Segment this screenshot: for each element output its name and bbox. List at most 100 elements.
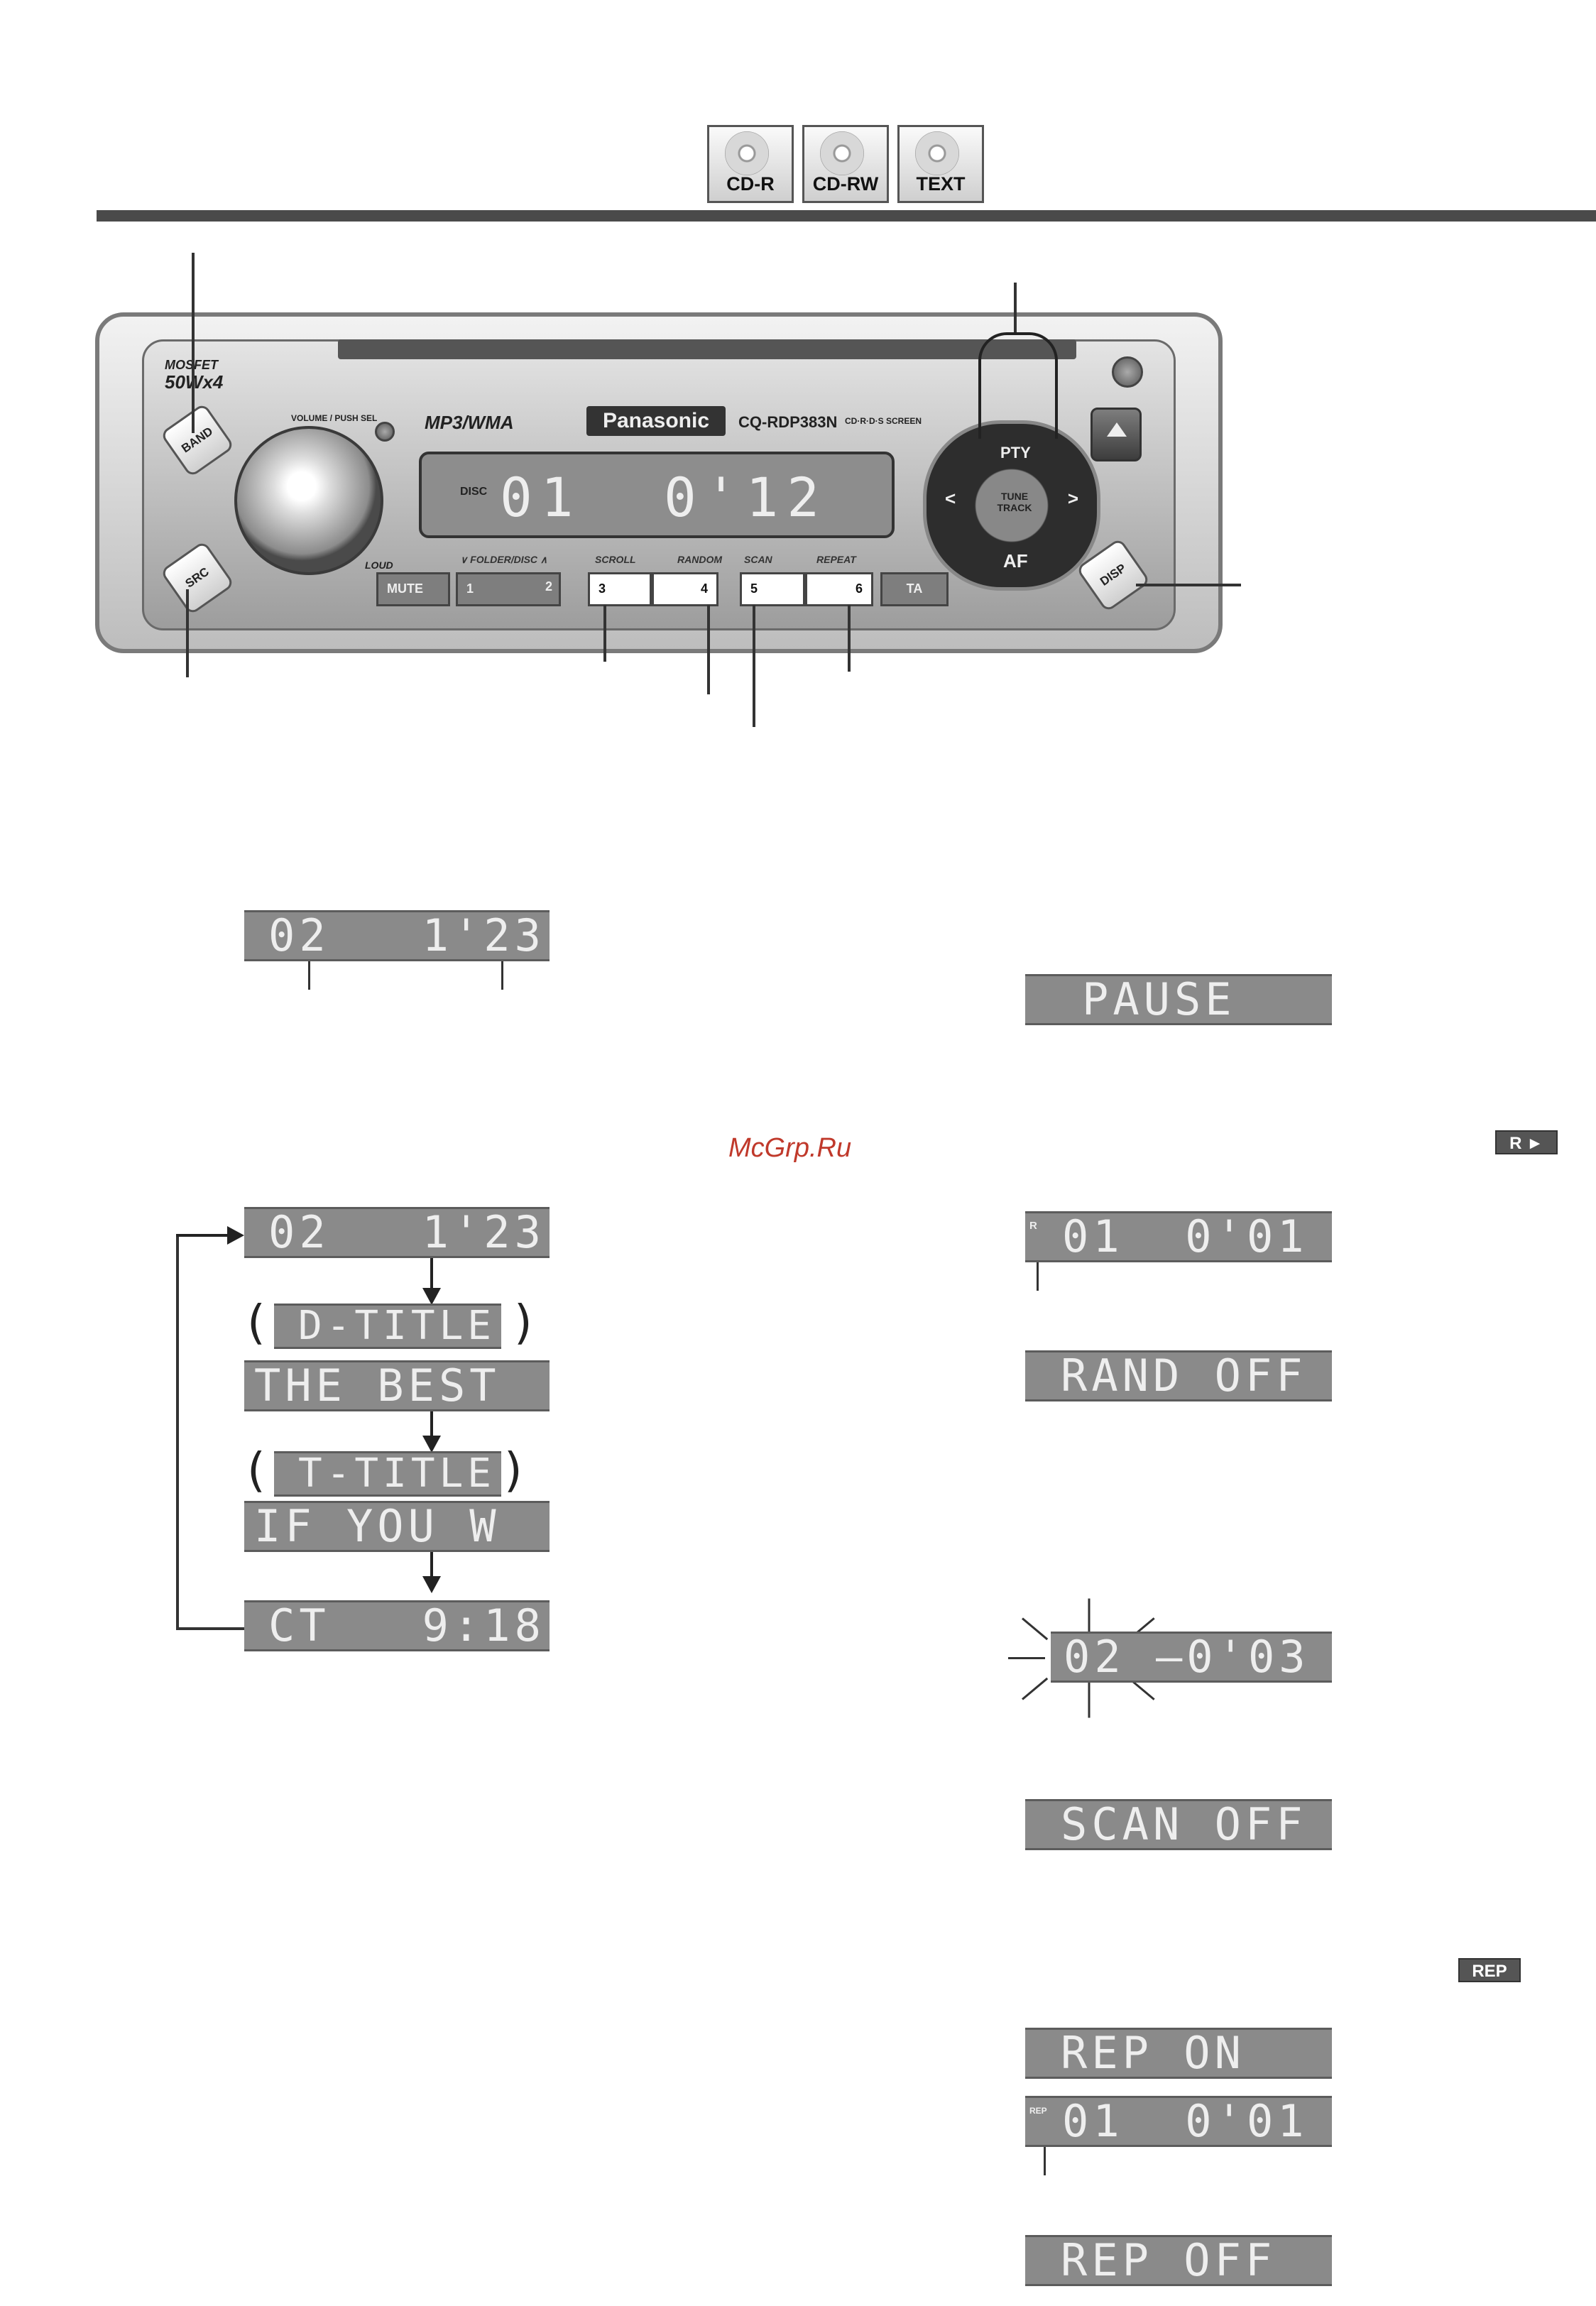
- knob-label: VOLUME / PUSH SEL: [291, 413, 378, 423]
- callout-src: [186, 589, 189, 677]
- random-indicator-badge: R ►: [1495, 1130, 1558, 1154]
- eject-button[interactable]: [1091, 408, 1142, 461]
- display-track-time: 02 1'23: [244, 910, 550, 961]
- repeat-indicator-badge: REP: [1458, 1958, 1521, 1982]
- open-paren-1: (: [247, 1295, 266, 1350]
- cycle-arrow-1: [422, 1258, 441, 1305]
- callout-5: [753, 605, 755, 727]
- header-rule: [97, 210, 1596, 222]
- next-track-icon[interactable]: >: [1067, 488, 1078, 509]
- preset-button-1[interactable]: 1: [456, 572, 561, 606]
- unit-display-disc-tag: DISC: [460, 486, 488, 498]
- display-rep-on-text: REP ON: [1061, 2028, 1245, 2079]
- repeat-tag: REP: [1029, 2106, 1047, 2116]
- preset-button-5[interactable]: 5: [740, 572, 805, 606]
- cycle-display-disc-title-text: THE BEST: [254, 1360, 501, 1411]
- display-scan-playing: 02 —0'03: [1051, 1632, 1332, 1683]
- display-random-off: RAND OFF: [1025, 1350, 1332, 1401]
- tune-track-label: TUNE TRACK: [997, 491, 1032, 513]
- pty-label: PTY: [1000, 444, 1031, 461]
- cycle-arrow-2: [422, 1411, 441, 1453]
- model-label: CQ-RDP383N: [738, 413, 838, 431]
- cycle-display-clock-text: CT 9:18: [268, 1600, 545, 1651]
- callout-4: [707, 605, 710, 694]
- repeat-label: REPEAT: [816, 554, 856, 565]
- feature-label: CD·R·D·S SCREEN: [845, 416, 922, 426]
- close-paren-1: ): [514, 1295, 532, 1350]
- callout-disp: [1136, 584, 1241, 586]
- af-label: AF: [1003, 550, 1028, 572]
- cycle-display-time-text: 02 1'23: [268, 1207, 545, 1258]
- cycle-display-ttitle: T-TITLE: [274, 1451, 501, 1497]
- cycle-arrow-3: [422, 1552, 441, 1593]
- cycle-display-disc-title: THE BEST: [244, 1360, 550, 1411]
- cycle-loop-left: [176, 1235, 179, 1630]
- cycle-display-ttitle-text: T-TITLE: [298, 1451, 496, 1497]
- display-scan-off-text: SCAN OFF: [1061, 1799, 1307, 1850]
- format-label: MP3/WMA: [425, 412, 514, 433]
- callout-track-number: [308, 961, 310, 990]
- display-random-on-text: 01 0'01: [1062, 1211, 1308, 1262]
- cycle-loop-bottom: [176, 1627, 246, 1630]
- callout-tune: [1014, 283, 1017, 334]
- preset-button-4[interactable]: 4: [652, 572, 718, 606]
- preset-button-6[interactable]: 6: [805, 572, 873, 606]
- display-pause-text: PAUSE: [1082, 974, 1236, 1025]
- display-random-on: R 01 0'01: [1025, 1211, 1332, 1262]
- cycle-display-dtitle-text: D-TITLE: [298, 1304, 496, 1349]
- display-rep-track-text: 01 0'01: [1062, 2096, 1308, 2147]
- cd-r-label: CD-R: [726, 173, 775, 195]
- volume-knob[interactable]: [234, 426, 383, 575]
- cd-text-label: TEXT: [916, 173, 966, 195]
- close-paren-2: ): [504, 1443, 523, 1497]
- cycle-loop-top-arrow: [176, 1226, 244, 1245]
- callout-tune-bracket: [978, 332, 1058, 439]
- scan-label: SCAN: [744, 554, 772, 565]
- callout-random-tag: [1037, 1262, 1039, 1291]
- unit-display-value: 01 0'12: [500, 466, 829, 529]
- cycle-display-dtitle: D-TITLE: [274, 1304, 501, 1349]
- display-scan-off: SCAN OFF: [1025, 1799, 1332, 1850]
- cycle-display-track-title-text: IF YOU W: [254, 1501, 501, 1552]
- mute-button[interactable]: MUTE: [376, 572, 450, 606]
- scroll-label: SCROLL: [595, 554, 636, 565]
- cycle-display-track-title: IF YOU W: [244, 1501, 550, 1552]
- display-rep-on: REP ON: [1025, 2028, 1332, 2079]
- cd-text-icon: TEXT: [897, 125, 984, 203]
- display-scan-playing-text: 02 —0'03: [1064, 1632, 1310, 1683]
- indicator-led: [375, 422, 395, 442]
- tune-track-dpad[interactable]: PTY AF TUNE TRACK < >: [923, 420, 1100, 591]
- folder-disc-label: ∨ FOLDER/DISC ∧: [460, 554, 548, 565]
- cd-r-icon: CD-R: [707, 125, 794, 203]
- preset-button-3[interactable]: 3: [588, 572, 652, 606]
- callout-3: [603, 605, 606, 662]
- ta-button[interactable]: TA: [880, 572, 949, 606]
- display-rep-off-text: REP OFF: [1061, 2235, 1277, 2286]
- random-label: RANDOM: [677, 554, 722, 565]
- display-rep-off: REP OFF: [1025, 2235, 1332, 2286]
- top-right-dot: [1112, 356, 1143, 388]
- cycle-display-clock: CT 9:18: [244, 1600, 550, 1651]
- callout-repeat-tag: [1044, 2147, 1046, 2175]
- cd-rw-icon: CD-RW: [802, 125, 889, 203]
- display-track-time-text: 02 1'23: [268, 910, 545, 961]
- loud-label: LOUD: [365, 559, 393, 571]
- display-rep-track: REP 01 0'01: [1025, 2096, 1332, 2147]
- unit-display: DISC 01 0'12: [419, 452, 895, 538]
- cycle-display-time: 02 1'23: [244, 1207, 550, 1258]
- callout-6: [848, 605, 851, 672]
- cd-rw-label: CD-RW: [812, 173, 879, 195]
- open-paren-2: (: [247, 1443, 266, 1497]
- disc-slot: [338, 339, 1076, 359]
- preset-bar: MUTE 1 2 3 4 5 6 TA: [376, 572, 949, 609]
- random-tag: R: [1029, 1220, 1037, 1232]
- preset-button-2[interactable]: 2: [545, 579, 552, 594]
- watermark: McGrp.Ru: [728, 1133, 852, 1163]
- callout-elapsed-time: [501, 961, 503, 990]
- display-random-off-text: RAND OFF: [1061, 1350, 1307, 1401]
- callout-band: [192, 253, 195, 433]
- prev-track-icon[interactable]: <: [945, 488, 956, 509]
- power-badge-line1: MOSFET: [165, 356, 223, 373]
- brand-logo: Panasonic: [586, 406, 726, 436]
- display-pause: PAUSE: [1025, 974, 1332, 1025]
